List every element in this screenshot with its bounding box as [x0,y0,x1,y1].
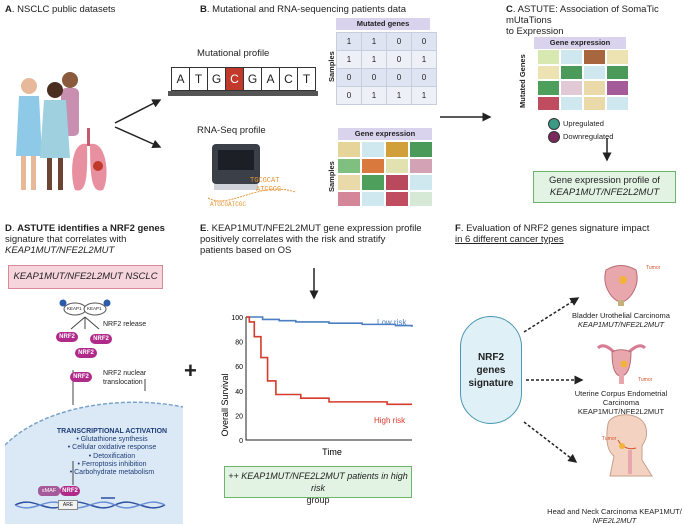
y-tick-label: 80 [235,340,243,347]
rnaseq-profile-label: RNA-Seq profile [197,125,266,136]
panel-f-title: F. Evaluation of NRF2 genes signature im… [455,223,650,245]
dna-base: C [279,67,298,91]
survival-chart: 0 20 40 60 80 100 Overall Survival Time Low r… [220,315,413,457]
y-tick-label: 100 [231,315,243,322]
x-axis-label: Time [322,447,342,457]
sequencer-icon: TGCGCAT ATCGCG ATGCGATCGC [207,144,296,208]
low-risk-label: Low risk [377,318,407,327]
low-risk-curve [246,316,413,327]
upregulated-dot [548,118,560,130]
head-neck-illustration [606,414,653,477]
svg-text:TGCGCAT: TGCGCAT [250,177,279,185]
nrf2-bound: NRF2 [60,486,80,496]
high-risk-label: High risk [374,416,406,425]
dna-base: A [261,67,280,91]
arrow-e-down [309,268,319,300]
high-risk-result-box: ++ KEAP1MUT/NFE2L2MUT patients in high r… [224,466,412,505]
keap1-label-right: KEAP1 [87,306,102,311]
y-tick-label: 20 [235,413,243,420]
nrf2-pathway-diagram [5,299,183,524]
mutational-profile-label: Mutational profile [197,48,270,59]
svg-text:ATCGCG: ATCGCG [256,186,281,194]
dna-base: G [207,67,226,91]
nrf2-protein: NRF2 [75,348,97,358]
chart-axes [245,317,412,441]
tumor-label-3: Tumor [602,436,617,442]
y-tick-label: 0 [239,438,243,445]
arrows-a-to-b [114,99,162,149]
nrf2-protein: NRF2 [90,334,112,344]
tumor-label-2: Tumor [638,377,653,383]
bladder-illustration [604,265,638,306]
nrf2-protein: NRF2 [70,372,92,382]
dna-base: T [189,67,208,91]
uterus-illustration [596,344,647,384]
nrf2-protein: NRF2 [56,332,78,342]
panel-a-title: A. NSCLC public datasets [5,4,116,15]
dna-base-mutated: C [225,67,244,91]
expression-heatmap-b [338,142,432,206]
gene-expression-header-c: Gene expression [534,37,626,49]
y-tick-label: 60 [235,364,243,371]
panel-c-title: C. ASTUTE: Association of SomaTic mUtaTi… [506,4,659,37]
expression-heatmap-c [538,50,628,110]
arrow-b-to-c [440,112,492,122]
dna-base: G [243,67,262,91]
signature-arrows [523,297,584,463]
tumor-label-1: Tumor [646,265,661,271]
downregulated-label: Downregulated [563,132,614,141]
dna-sequence: A T G C G A C T [168,67,318,97]
y-tick-label: 40 [235,389,243,396]
samples-label-2: Samples [327,161,336,192]
upregulated-label: Upregulated [563,119,604,128]
dna-base: A [171,67,190,91]
are-element: ARE [58,500,78,510]
arrow-c-down [602,138,612,162]
panel-b-title: B. Mutational and RNA-sequencing patient… [200,4,406,15]
mutated-genes-label: Mutated Genes [518,54,527,108]
gene-expression-header-b: Gene expression [338,128,432,140]
y-axis-label: Overall Survival [220,373,230,436]
smaf-protein: sMAF [38,486,60,496]
high-risk-curve [246,316,412,406]
patients-illustration [16,72,107,191]
keap1-nsclc-box: KEAP1MUT/NFE2L2MUT NSCLC [8,265,163,289]
cancer-label-head-neck: Head and Neck Carcinoma KEAP1MUT/NFE2L2M… [547,507,682,525]
panel-e-title: E. KEAP1MUT/NFE2L2MUT gene expression pr… [200,223,422,256]
mutated-genes-header: Mutated genes [336,18,430,30]
nrf2-release-label: NRF2 release [103,321,147,328]
transcriptional-activation: TRANSCRIPTIONAL ACTIVATION • Glutathione… [56,428,168,477]
downregulated-dot [548,131,560,143]
keap1-label-left: KEAP1 [67,306,82,311]
svg-text:ATGCGATCGC: ATGCGATCGC [210,201,246,208]
plus-sign: + [184,358,197,383]
dna-base: T [297,67,316,91]
samples-label-1: Samples [327,51,336,82]
